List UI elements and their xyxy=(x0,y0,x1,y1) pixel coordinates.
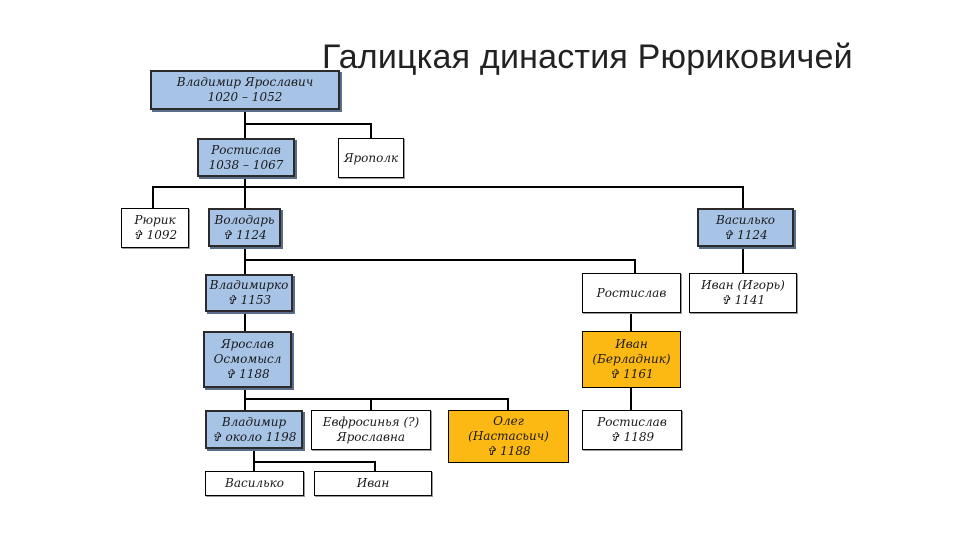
person-years: ✞ 1188 xyxy=(486,444,531,458)
connector xyxy=(245,259,636,273)
person-yaroslav-osmomysl: Ярослав Осмомысл ✞ 1188 xyxy=(203,331,292,388)
person-ryurik: Рюрик ✞ 1092 xyxy=(121,208,189,248)
person-volodar: Володарь ✞ 1124 xyxy=(208,208,281,247)
person-nickname: (Берладник) xyxy=(592,352,671,366)
person-years: ✞ 1092 xyxy=(132,228,178,242)
person-name: Владимир Ярославич xyxy=(176,75,314,89)
person-vasilko-2: Василько xyxy=(205,471,304,496)
person-years: ✞ 1189 xyxy=(609,430,655,444)
person-name: Евфросинья (?) xyxy=(322,415,420,429)
person-name: Владимирко xyxy=(209,278,289,292)
person-name: Василько xyxy=(716,212,775,227)
person-rostislav-1: Ростислав 1038 – 1067 xyxy=(197,138,295,177)
person-name: Василько xyxy=(225,476,284,490)
person-years: 1020 – 1052 xyxy=(207,90,283,104)
connector xyxy=(244,110,372,138)
page-title: Галицкая династия Рюриковичей xyxy=(322,38,853,76)
person-name: Володарь xyxy=(214,212,275,227)
person-name: Ярополк xyxy=(343,150,399,165)
connector xyxy=(152,186,744,208)
person-vasilko-1: Василько ✞ 1124 xyxy=(697,208,794,247)
person-name: Иван xyxy=(615,337,648,351)
person-ivan-berladnik: Иван (Берладник) ✞ 1161 xyxy=(582,331,681,388)
person-nickname: Осмомысл xyxy=(213,352,282,366)
person-rostislav-2: Ростислав xyxy=(582,273,681,313)
person-nickname: (Настасьич) xyxy=(468,429,549,443)
person-ivan-igor: Иван (Игорь) ✞ 1141 xyxy=(689,273,797,313)
person-name: Рюрик xyxy=(134,213,176,227)
person-years: ✞ 1124 xyxy=(222,227,267,242)
person-name: Иван (Игорь) xyxy=(701,278,785,292)
person-vladimir-2: Владимир ✞ около 1198 xyxy=(205,410,303,449)
person-rostislav-3: Ростислав ✞ 1189 xyxy=(582,410,682,450)
person-years: 1038 – 1067 xyxy=(208,157,284,172)
person-name: Ярослав xyxy=(220,337,275,351)
person-years: ✞ 1153 xyxy=(226,293,272,307)
person-name: Ростислав xyxy=(597,415,667,429)
connector xyxy=(245,398,509,410)
person-name: Владимир xyxy=(221,414,287,429)
person-efrosinya: Евфросинья (?) Ярославна xyxy=(311,410,431,450)
connector xyxy=(253,449,376,471)
person-years: ✞ 1141 xyxy=(720,293,766,307)
person-name: Олег xyxy=(493,414,524,428)
person-years: ✞ 1161 xyxy=(609,367,654,381)
person-name: Иван xyxy=(356,476,390,490)
person-vladimir-yaroslavich: Владимир Ярославич 1020 – 1052 xyxy=(150,70,340,110)
person-patronymic: Ярославна xyxy=(336,430,406,444)
person-years: ✞ 1188 xyxy=(225,367,270,381)
person-years: ✞ около 1198 xyxy=(211,429,297,444)
person-years: ✞ 1124 xyxy=(723,227,768,242)
person-yaropolk: Ярополк xyxy=(338,138,404,178)
person-vladimirko: Владимирко ✞ 1153 xyxy=(205,274,293,312)
person-oleg: Олег (Настасьич) ✞ 1188 xyxy=(448,410,569,463)
person-name: Ростислав xyxy=(211,142,281,157)
person-ivan-2: Иван xyxy=(314,471,432,496)
person-name: Ростислав xyxy=(596,285,667,300)
